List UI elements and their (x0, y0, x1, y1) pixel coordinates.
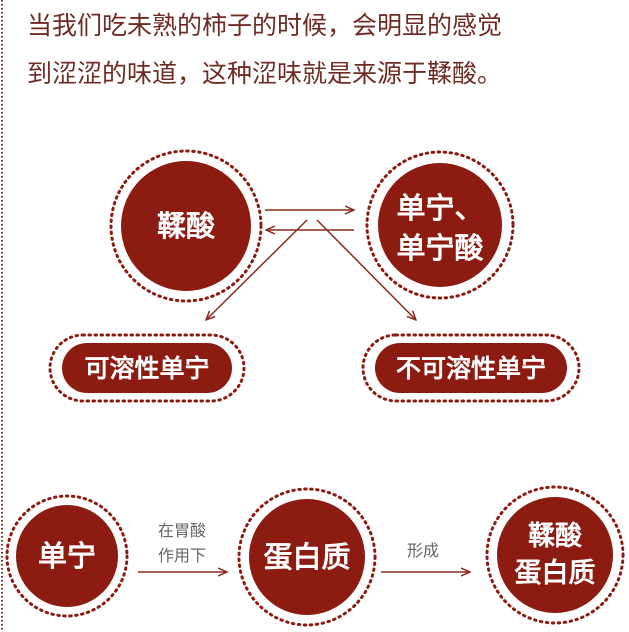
node-tannic-acid: 鞣酸 (109, 149, 263, 303)
intro-line-2: 到涩涩的味道，这种涩味就是来源于鞣酸。 (27, 59, 502, 88)
node-label-1: 单宁、 (396, 191, 483, 225)
intro-line-1: 当我们吃未熟的柿子的时候，会明显的感觉 (27, 11, 502, 40)
node-label: 可溶性单宁 (84, 354, 209, 383)
node-protein: 蛋白质 (237, 487, 377, 627)
node-label: 单宁 (38, 539, 96, 573)
node-insoluble-tannin: 不可溶性单宁 (361, 333, 581, 403)
arrow-to-insoluble (316, 219, 416, 320)
node-tannin: 单宁 (5, 494, 129, 618)
node-tannic-protein: 鞣酸 蛋白质 (485, 485, 625, 625)
node-soluble-tannin: 可溶性单宁 (48, 333, 246, 403)
edge-label-forms: 形成 (407, 541, 439, 560)
edge-label-stomach-acid-2: 作用下 (158, 546, 206, 565)
edge-label-stomach-acid-1: 在胃酸 (158, 521, 206, 540)
node-label: 不可溶性单宁 (396, 354, 546, 383)
arrow-to-soluble (206, 219, 308, 320)
node-tannin-tannic: 单宁、 单宁酸 (365, 150, 515, 300)
node-label: 蛋白质 (263, 540, 350, 574)
node-label: 鞣酸 (157, 209, 216, 243)
node-label-1: 鞣酸 (528, 521, 583, 552)
node-label-2: 蛋白质 (515, 557, 596, 589)
node-label-2: 单宁酸 (396, 231, 484, 265)
